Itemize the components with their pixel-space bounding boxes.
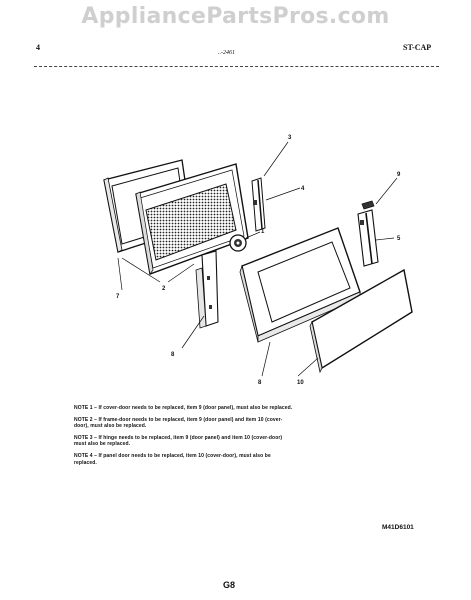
callout-5: 5 — [397, 236, 401, 242]
note-1: NOTE 1 – If cover-door needs to be repla… — [74, 405, 293, 411]
callout-3: 3 — [288, 135, 292, 141]
callout-1: 1 — [261, 229, 265, 235]
callout-10: 10 — [297, 380, 304, 386]
callout-9: 9 — [397, 172, 401, 178]
site-watermark: AppliancePartsPros.com — [81, 4, 390, 29]
inner-door-window-panel — [135, 163, 249, 275]
cover-door-panel — [309, 268, 413, 374]
note-4: NOTE 4 – If panel door needs to be repla… — [74, 452, 271, 466]
callout-4: 4 — [301, 186, 305, 192]
leader-lines — [117, 141, 398, 377]
note-2: NOTE 2 – If frame-door needs to be repla… — [74, 416, 283, 430]
hinge-left — [251, 177, 266, 232]
header-rule — [34, 66, 439, 67]
door-panel-frame — [239, 227, 361, 343]
door-clip — [361, 200, 375, 210]
callout-8-left: 8 — [171, 352, 175, 358]
page-footer-code: G8 — [223, 580, 236, 590]
hinge-right — [357, 209, 379, 267]
callout-2: 2 — [162, 286, 166, 292]
figure-id: M41D6101 — [382, 524, 414, 531]
model-number: ..-2461 — [218, 50, 235, 56]
notes-block: NOTE 1 – If cover-door needs to be repla… — [74, 405, 294, 471]
door-latch-part — [229, 234, 247, 252]
bottom-bracket — [195, 250, 219, 329]
callout-8-right: 8 — [258, 380, 262, 386]
callout-7: 7 — [116, 294, 120, 300]
page-number: 4 — [36, 43, 40, 52]
section-code: ST-CAP — [403, 43, 432, 52]
note-3: NOTE 3 – If hinge needs to be replaced, … — [74, 434, 283, 448]
